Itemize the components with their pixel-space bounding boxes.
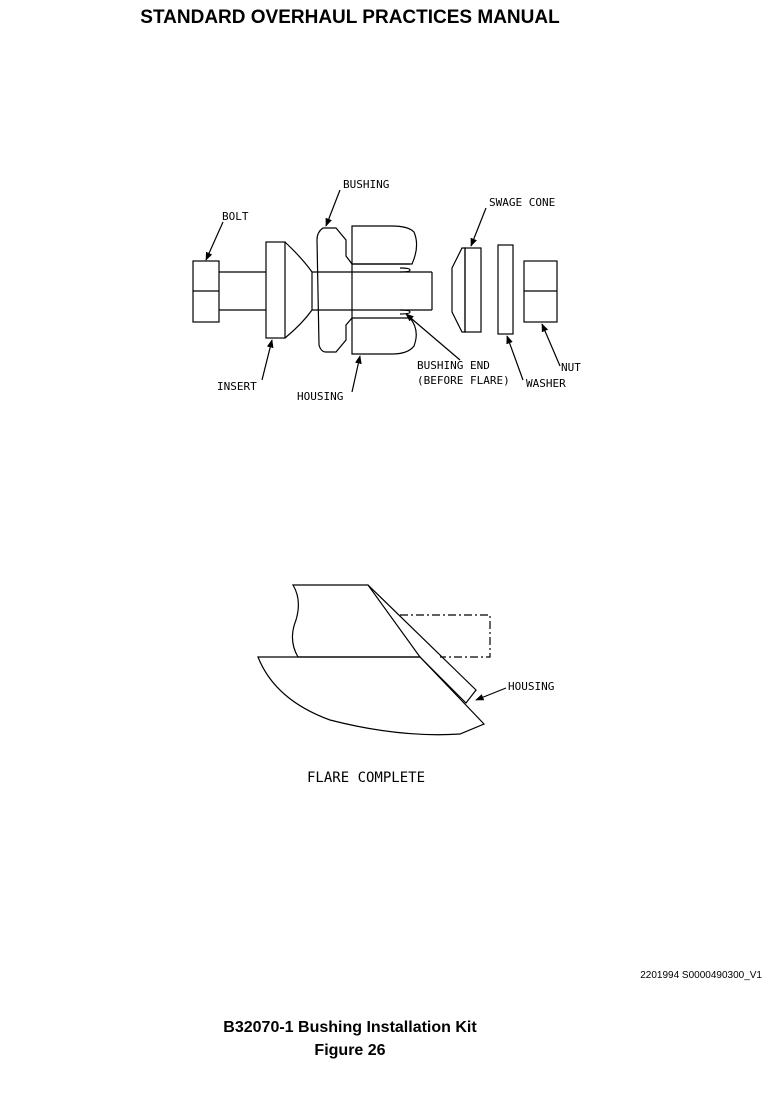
page-title: STANDARD OVERHAUL PRACTICES MANUAL	[140, 7, 560, 28]
label-nut: NUT	[561, 361, 581, 374]
washer	[497, 244, 514, 335]
flare-view: HOUSING FLARE COMPLETE	[257, 584, 554, 786]
bolt-head	[192, 260, 220, 323]
label-bolt: BOLT	[222, 210, 249, 223]
label-bushing: BUSHING	[343, 178, 389, 191]
bolt-shank	[219, 271, 266, 311]
label-before-flare: (BEFORE FLARE)	[417, 374, 510, 387]
label-housing-exploded: HOUSING	[297, 390, 343, 403]
figure-title: B32070-1 Bushing Installation Kit	[223, 1019, 477, 1036]
label-swage-cone: SWAGE CONE	[489, 196, 555, 209]
flare-upper-housing	[291, 584, 422, 658]
label-housing-flare: HOUSING	[508, 680, 554, 693]
housing-upper	[351, 225, 418, 265]
flare-caption: FLARE COMPLETE	[307, 770, 425, 786]
exploded-view: BUSHING BOLT SWAGE CONE INSERT HOUSING B…	[192, 178, 581, 403]
label-insert: INSERT	[217, 380, 257, 393]
figure-number: Figure 26	[314, 1042, 386, 1059]
swage-cone	[451, 247, 482, 333]
housing-lower	[351, 317, 417, 355]
nut	[523, 260, 558, 323]
sheet-id: 2201994 S0000490300_V1	[640, 970, 762, 981]
insert	[265, 241, 313, 339]
bushing	[312, 227, 433, 353]
flare-lower-housing	[257, 656, 486, 736]
label-bushing-end: BUSHING END	[417, 359, 490, 372]
flared-bushing	[367, 584, 477, 704]
label-washer: WASHER	[526, 377, 566, 390]
